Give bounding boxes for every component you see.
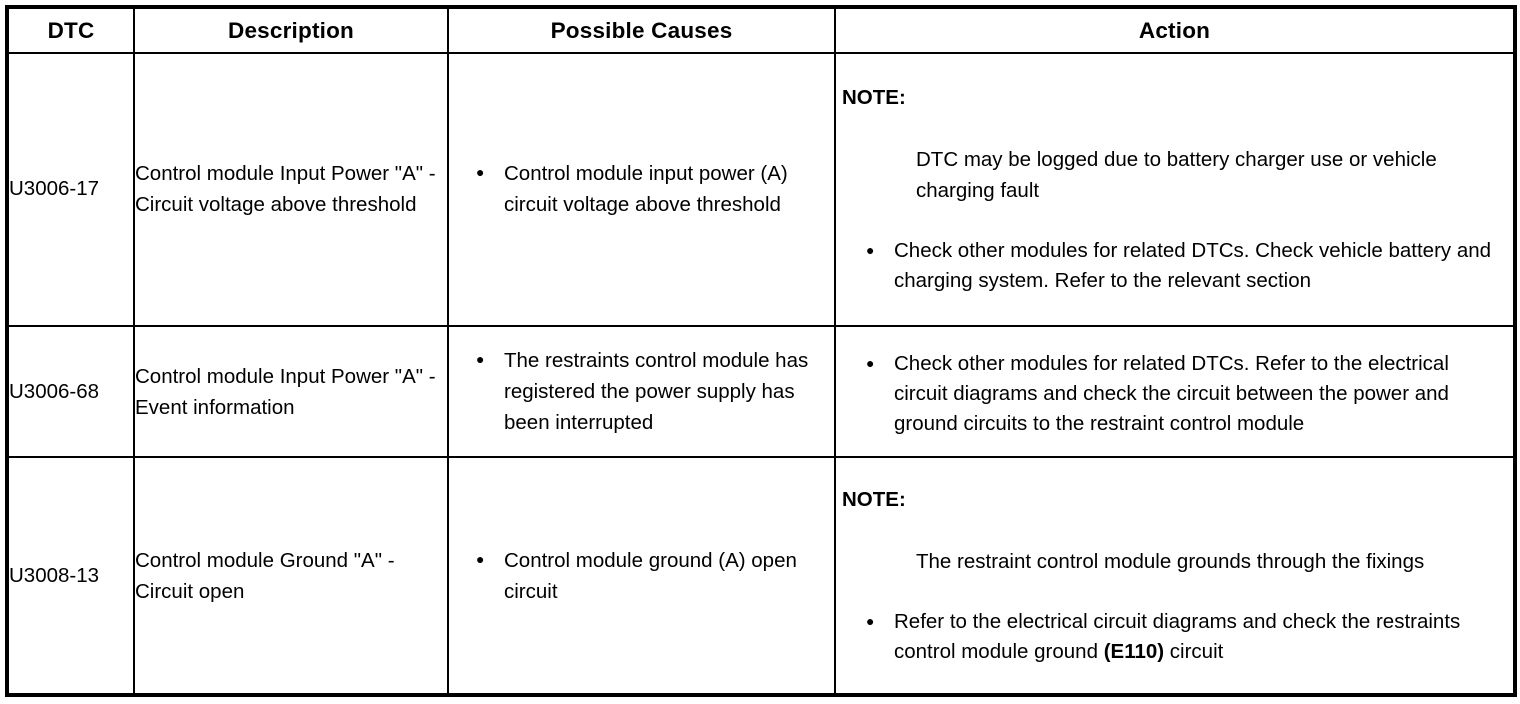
- note-text: The restraint control module grounds thr…: [916, 550, 1425, 574]
- cell-possible-causes: Control module input power (A) circuit v…: [447, 52, 836, 327]
- column-header-dtc: DTC: [6, 6, 135, 54]
- list-item: Control module ground (A) open circuit: [449, 544, 834, 607]
- cell-dtc: U3006-17: [6, 52, 135, 327]
- cell-action: Check other modules for related DTCs. Re…: [834, 324, 1516, 459]
- cell-description: Control module Input Power "A" - Circuit…: [133, 52, 449, 327]
- cause-list: Control module input power (A) circuit v…: [449, 157, 834, 220]
- cause-list: Control module ground (A) open circuit: [449, 544, 834, 607]
- action-block: Check other modules for related DTCs. Re…: [836, 337, 1513, 447]
- cell-possible-causes: The restraints control module has regist…: [447, 324, 836, 459]
- action-block: NOTE: DTC may be logged due to battery c…: [836, 74, 1513, 304]
- list-item: Control module input power (A) circuit v…: [449, 157, 834, 220]
- dtc-diagnostic-table: DTC Description Possible Causes Action U…: [5, 5, 1517, 697]
- list-item: Check other modules for related DTCs. Re…: [836, 348, 1513, 439]
- cell-dtc: U3008-13: [6, 456, 135, 696]
- table-header-row: DTC Description Possible Causes Action: [6, 6, 1516, 54]
- table-row: U3006-68 Control module Input Power "A" …: [6, 324, 1516, 459]
- cell-possible-causes: Control module ground (A) open circuit: [447, 456, 836, 696]
- column-header-possible-causes: Possible Causes: [447, 6, 836, 54]
- cell-dtc: U3006-68: [6, 324, 135, 459]
- cell-description: Control module Ground "A" - Circuit open: [133, 456, 449, 696]
- list-item: The restraints control module has regist…: [449, 344, 834, 438]
- action-list: Check other modules for related DTCs. Ch…: [836, 235, 1513, 296]
- action-list: Check other modules for related DTCs. Re…: [836, 348, 1513, 439]
- action-block: NOTE: The restraint control module groun…: [836, 476, 1513, 675]
- table-row: U3006-17 Control module Input Power "A" …: [6, 52, 1516, 327]
- table-row: U3008-13 Control module Ground "A" - Cir…: [6, 456, 1516, 696]
- dtc-table-sheet: DTC Description Possible Causes Action U…: [5, 5, 1517, 697]
- note-text: DTC may be logged due to battery charger…: [916, 148, 1437, 203]
- cell-description: Control module Input Power "A" - Event i…: [133, 324, 449, 459]
- cell-action: NOTE: DTC may be logged due to battery c…: [834, 52, 1516, 327]
- note-label: NOTE:: [842, 488, 906, 512]
- column-header-action: Action: [834, 6, 1516, 54]
- cell-action: NOTE: The restraint control module groun…: [834, 456, 1516, 696]
- action-list: Refer to the electrical circuit diagrams…: [836, 606, 1513, 667]
- list-item: Check other modules for related DTCs. Ch…: [836, 235, 1513, 296]
- table-body: U3006-17 Control module Input Power "A" …: [6, 52, 1516, 696]
- note-label: NOTE:: [842, 86, 906, 110]
- column-header-description: Description: [133, 6, 449, 54]
- list-item: Refer to the electrical circuit diagrams…: [836, 606, 1513, 667]
- cause-list: The restraints control module has regist…: [449, 344, 834, 438]
